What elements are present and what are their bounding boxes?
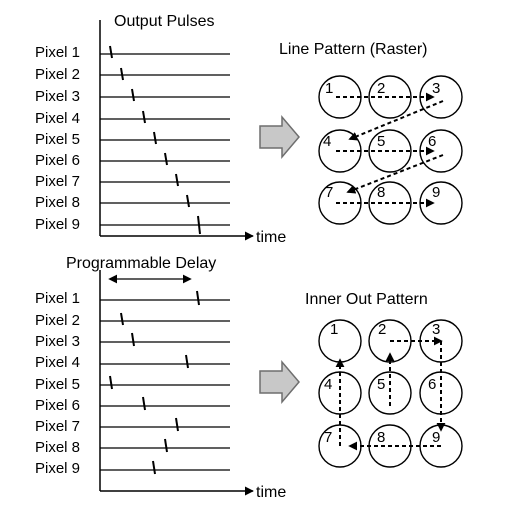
top-pixel-number-5: 5 <box>377 133 385 150</box>
inner-out-scan-path <box>335 336 446 451</box>
top-pixel-number-9: 9 <box>432 184 440 201</box>
raster-scan-path <box>336 92 444 208</box>
top-pulse-6 <box>164 152 168 166</box>
raster-path-3-4 <box>348 100 444 141</box>
bottom-pixel-number-9: 9 <box>432 429 440 446</box>
top-pixel-number-1: 1 <box>325 80 333 97</box>
top-pixel-number-8: 8 <box>377 184 385 201</box>
bottom-pixel-number-1: 1 <box>330 321 338 338</box>
raster-path-6-7 <box>346 154 444 194</box>
top-pixel-circles <box>318 75 463 225</box>
bottom-pixel-number-2: 2 <box>378 321 386 338</box>
top-row-label-9: Pixel 9 <box>35 216 81 233</box>
bottom-pulses <box>109 290 200 475</box>
bottom-row-label-2: Pixel 2 <box>35 312 81 329</box>
bottom-pixel-number-3: 3 <box>432 321 440 338</box>
bottom-row-label-4: Pixel 4 <box>35 354 81 371</box>
bottom-block-arrow <box>259 359 300 405</box>
bottom-pulse-6 <box>142 396 146 411</box>
bottom-row-label-9: Pixel 9 <box>35 460 81 477</box>
bottom-pulse-9 <box>152 460 156 475</box>
top-pixel-number-3: 3 <box>432 80 440 97</box>
top-row-label-1: Pixel 1 <box>35 44 81 61</box>
top-pulse-7 <box>175 173 179 187</box>
bottom-pulse-5 <box>109 375 113 390</box>
bottom-pulse-7 <box>175 417 179 432</box>
bottom-pulse-4 <box>185 354 189 369</box>
bottom-pixel-number-8: 8 <box>377 429 385 446</box>
top-time-axis-label: time <box>256 229 287 246</box>
top-row-label-3: Pixel 3 <box>35 88 81 105</box>
top-pulse-3 <box>131 88 135 102</box>
bottom-time-axis-label: time <box>256 484 287 501</box>
top-pixel-circle-9 <box>419 181 463 225</box>
bottom-pixel-number-5: 5 <box>377 376 385 393</box>
bottom-pixel-number-4: 4 <box>324 376 332 393</box>
top-pixel-circle-5 <box>368 129 412 173</box>
line-pattern-title: Line Pattern (Raster) <box>279 41 428 58</box>
top-pixel-circle-3 <box>419 75 463 119</box>
top-pulse-1 <box>109 45 113 59</box>
top-block-arrow <box>259 114 300 160</box>
output-pulses-title: Output Pulses <box>114 13 215 30</box>
top-pixel-circle-8 <box>368 181 412 225</box>
inner-out-pattern-title: Inner Out Pattern <box>305 291 428 308</box>
bottom-row-label-1: Pixel 1 <box>35 290 81 307</box>
bottom-timing-baselines <box>100 299 230 471</box>
bottom-row-label-5: Pixel 5 <box>35 376 81 393</box>
top-pulse-2 <box>120 67 124 81</box>
bottom-row-label-3: Pixel 3 <box>35 333 81 350</box>
bottom-pixel-circle-5 <box>368 371 412 415</box>
top-pulse-5 <box>153 131 157 145</box>
top-pulse-8 <box>186 194 190 208</box>
bottom-row-label-7: Pixel 7 <box>35 418 81 435</box>
top-timing-baselines <box>100 53 230 226</box>
bottom-pixel-numbers: 1 2 3 4 5 6 7 8 9 <box>324 321 440 446</box>
bottom-pixel-circle-1 <box>318 319 362 363</box>
bottom-pixel-number-7: 7 <box>324 429 332 446</box>
bottom-pulse-3 <box>131 332 135 347</box>
top-pulse-4 <box>142 110 146 124</box>
programmable-delay-title: Programmable Delay <box>66 255 217 272</box>
bottom-pixel-number-6: 6 <box>428 376 436 393</box>
top-pixel-numbers: 1 2 3 4 5 6 7 8 9 <box>323 80 440 201</box>
bottom-row-label-8: Pixel 8 <box>35 439 81 456</box>
top-row-label-7: Pixel 7 <box>35 173 81 190</box>
top-pixel-circle-2 <box>368 75 412 119</box>
bottom-pulse-2 <box>120 312 124 326</box>
top-pixel-number-6: 6 <box>428 133 436 150</box>
bottom-pulse-1 <box>196 290 200 306</box>
top-row-label-6: Pixel 6 <box>35 152 81 169</box>
bottom-row-label-6: Pixel 6 <box>35 397 81 414</box>
bottom-pulse-8 <box>164 438 168 453</box>
top-pulse-9 <box>197 215 201 235</box>
top-pixel-circle-6 <box>419 129 463 173</box>
top-pulses <box>109 45 201 235</box>
top-row-label-2: Pixel 2 <box>35 66 81 83</box>
top-row-label-8: Pixel 8 <box>35 194 81 211</box>
top-row-label-4: Pixel 4 <box>35 110 81 127</box>
top-pixel-number-2: 2 <box>377 80 385 97</box>
top-row-label-5: Pixel 5 <box>35 131 81 148</box>
top-pixel-number-7: 7 <box>325 184 333 201</box>
top-pixel-number-4: 4 <box>323 133 331 150</box>
